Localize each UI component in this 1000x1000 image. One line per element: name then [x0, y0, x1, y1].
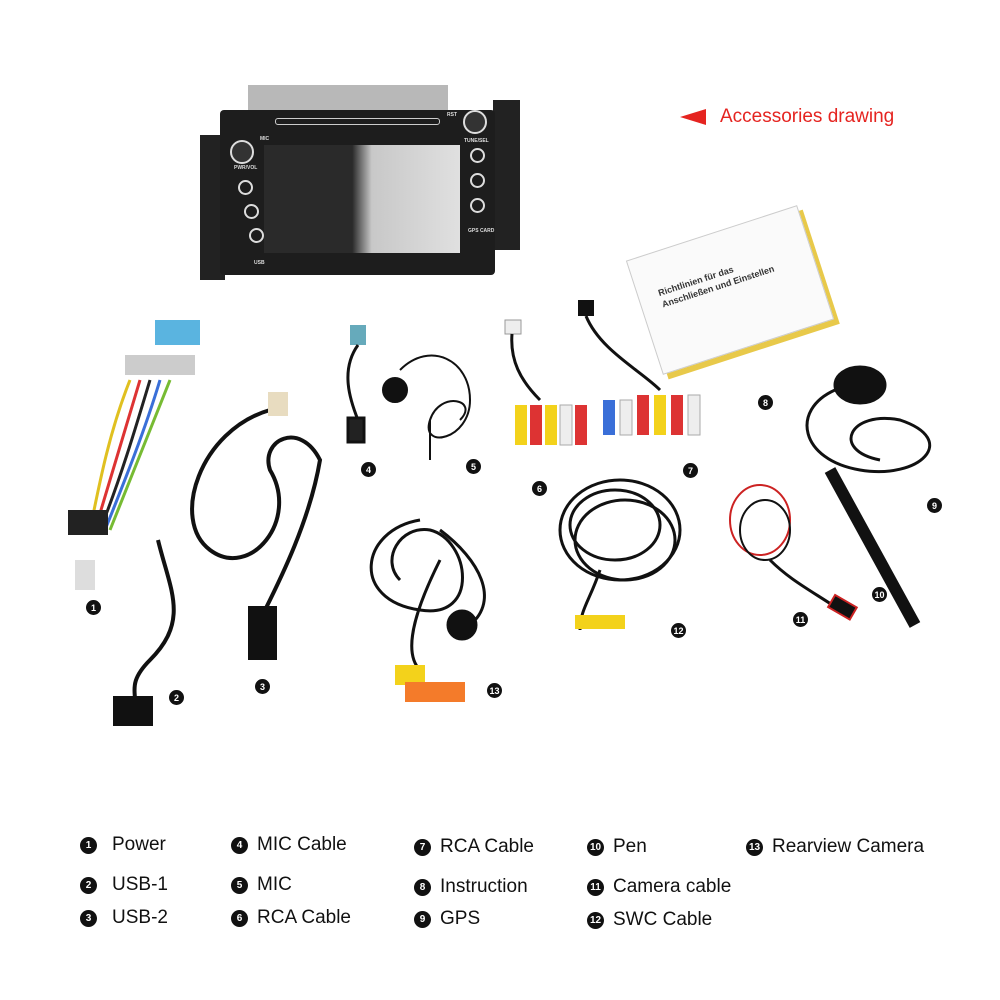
rca-cable-7	[578, 300, 701, 436]
stylus-pen	[824, 467, 921, 628]
legend-item: 5 MIC	[231, 874, 292, 896]
usb-label: USB	[254, 260, 265, 266]
usb-1-cable	[113, 539, 176, 726]
mic-cable	[346, 325, 366, 444]
tune-knob[interactable]	[463, 110, 487, 134]
legend-item: 3 USB-2	[80, 907, 168, 929]
legend-label: Pen	[613, 836, 647, 857]
rca-cable-6	[504, 319, 587, 446]
legend-number: 13	[746, 838, 763, 856]
legend-item: 1 Power	[80, 834, 166, 856]
accessories-illustration	[68, 300, 932, 726]
next-button[interactable]	[470, 173, 485, 188]
marker-12: 12	[671, 623, 686, 638]
mic	[382, 354, 472, 460]
legend-number: 4	[231, 836, 248, 854]
legend-item: 8 Instruction	[414, 876, 528, 898]
legend-number: 1	[80, 836, 97, 854]
gps-card-label: GPS CARD	[468, 228, 495, 234]
heading-text: Accessories drawing	[720, 106, 895, 127]
screen	[264, 145, 460, 253]
legend-item: 10 Pen	[587, 836, 647, 858]
rearview-camera	[369, 518, 486, 702]
mic-label: MIC	[260, 136, 270, 142]
legend-label: Camera cable	[613, 876, 732, 897]
legend-number: 10	[587, 838, 604, 856]
legend-label: GPS	[440, 908, 481, 929]
mount-bracket-right	[493, 100, 520, 250]
marker-1: 1	[86, 600, 101, 615]
swc-cable	[558, 478, 682, 631]
volume-knob[interactable]	[230, 140, 254, 164]
legend-label: Rearview Camera	[772, 836, 925, 857]
marker-11: 11	[793, 612, 808, 627]
power-harness	[68, 320, 200, 590]
accessories-heading: Accessories drawing	[680, 106, 894, 128]
rst-label: RST	[447, 112, 457, 118]
camera-cable	[729, 484, 859, 621]
marker-13: 13	[487, 683, 502, 698]
legend-label: SWC Cable	[613, 909, 713, 930]
marker-5: 5	[466, 459, 481, 474]
legend-label: MIC Cable	[257, 834, 347, 855]
legend-number: 2	[80, 876, 97, 894]
marker-4: 4	[361, 462, 376, 477]
pwr-vol-label: PWR/VOL	[234, 165, 258, 171]
marker-9: 9	[927, 498, 942, 513]
legend-item: 7 RCA Cable	[414, 836, 534, 858]
legend-item: 12 SWC Cable	[587, 909, 712, 931]
legend-label: Instruction	[440, 876, 528, 897]
legend-number: 9	[414, 910, 431, 928]
marker-6: 6	[532, 481, 547, 496]
gps-antenna	[805, 365, 932, 473]
legend-label: RCA Cable	[257, 907, 351, 928]
marker-10: 10	[872, 587, 887, 602]
left-button[interactable]	[244, 204, 259, 219]
red-triangle-arrow-icon	[680, 109, 706, 125]
legend-item: 11 Camera cable	[587, 876, 731, 898]
marker-7: 7	[683, 463, 698, 478]
legend-number: 8	[414, 878, 431, 896]
left-button[interactable]	[238, 180, 253, 195]
legend-number: 12	[587, 911, 604, 929]
legend-number: 3	[80, 909, 97, 927]
usb-2-cable	[190, 392, 323, 660]
tune-sel-label: TUNE/SEL	[464, 138, 489, 144]
head-unit: MIC RST PWR/VOL TUNE/SEL GPS CARD USB	[200, 80, 520, 300]
legend-item: 4 MIC Cable	[231, 834, 347, 856]
marker-2: 2	[169, 690, 184, 705]
legend-label: MIC	[257, 874, 292, 895]
prev-button[interactable]	[470, 198, 485, 213]
legend-number: 6	[231, 909, 248, 927]
legend-number: 7	[414, 838, 431, 856]
eject-button[interactable]	[470, 148, 485, 163]
legend-item: 6 RCA Cable	[231, 907, 351, 929]
left-button[interactable]	[249, 228, 264, 243]
legend-number: 5	[231, 876, 248, 894]
disc-slot	[275, 118, 440, 125]
legend-label: Power	[112, 834, 166, 855]
legend-label: USB-1	[112, 874, 168, 895]
legend-number: 11	[587, 878, 604, 896]
marker-3: 3	[255, 679, 270, 694]
legend-label: USB-2	[112, 907, 168, 928]
legend-item: 13 Rearview Camera	[746, 836, 924, 858]
marker-8: 8	[758, 395, 773, 410]
legend-item: 9 GPS	[414, 908, 480, 930]
legend-label: RCA Cable	[440, 836, 534, 857]
legend-item: 2 USB-1	[80, 874, 168, 896]
